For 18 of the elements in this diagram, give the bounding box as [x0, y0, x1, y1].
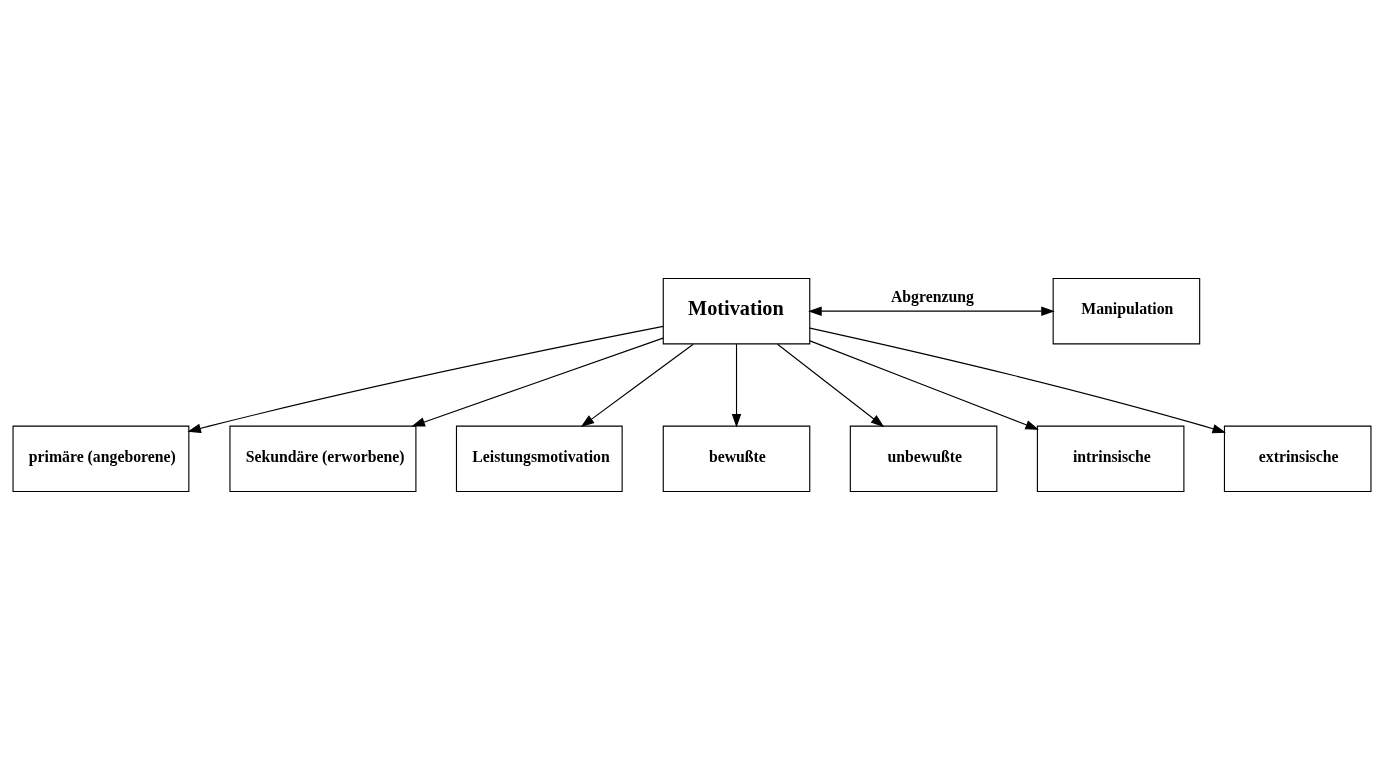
node-box: unbewußte	[849, 425, 998, 492]
arrow	[187, 325, 664, 433]
node-box: Motivation	[662, 277, 811, 344]
node-box: Sekundäre (erworbene)	[229, 425, 417, 492]
arrow	[580, 343, 694, 427]
arrow	[809, 339, 1039, 430]
node-box: intrinsische	[1036, 425, 1185, 492]
node-box: bewußte	[662, 425, 811, 492]
node-box: extrinsische	[1223, 425, 1372, 492]
arrow	[808, 305, 1055, 316]
node-box: primäre (angeborene)	[12, 425, 190, 492]
arrow	[731, 343, 742, 428]
node-box: Manipulation	[1052, 277, 1201, 344]
arrow	[411, 337, 664, 427]
arrow	[809, 327, 1226, 433]
edge-label: Abgrenzung	[890, 287, 974, 305]
arrow	[777, 343, 885, 427]
node-box: Leistungsmotivation	[455, 425, 623, 492]
